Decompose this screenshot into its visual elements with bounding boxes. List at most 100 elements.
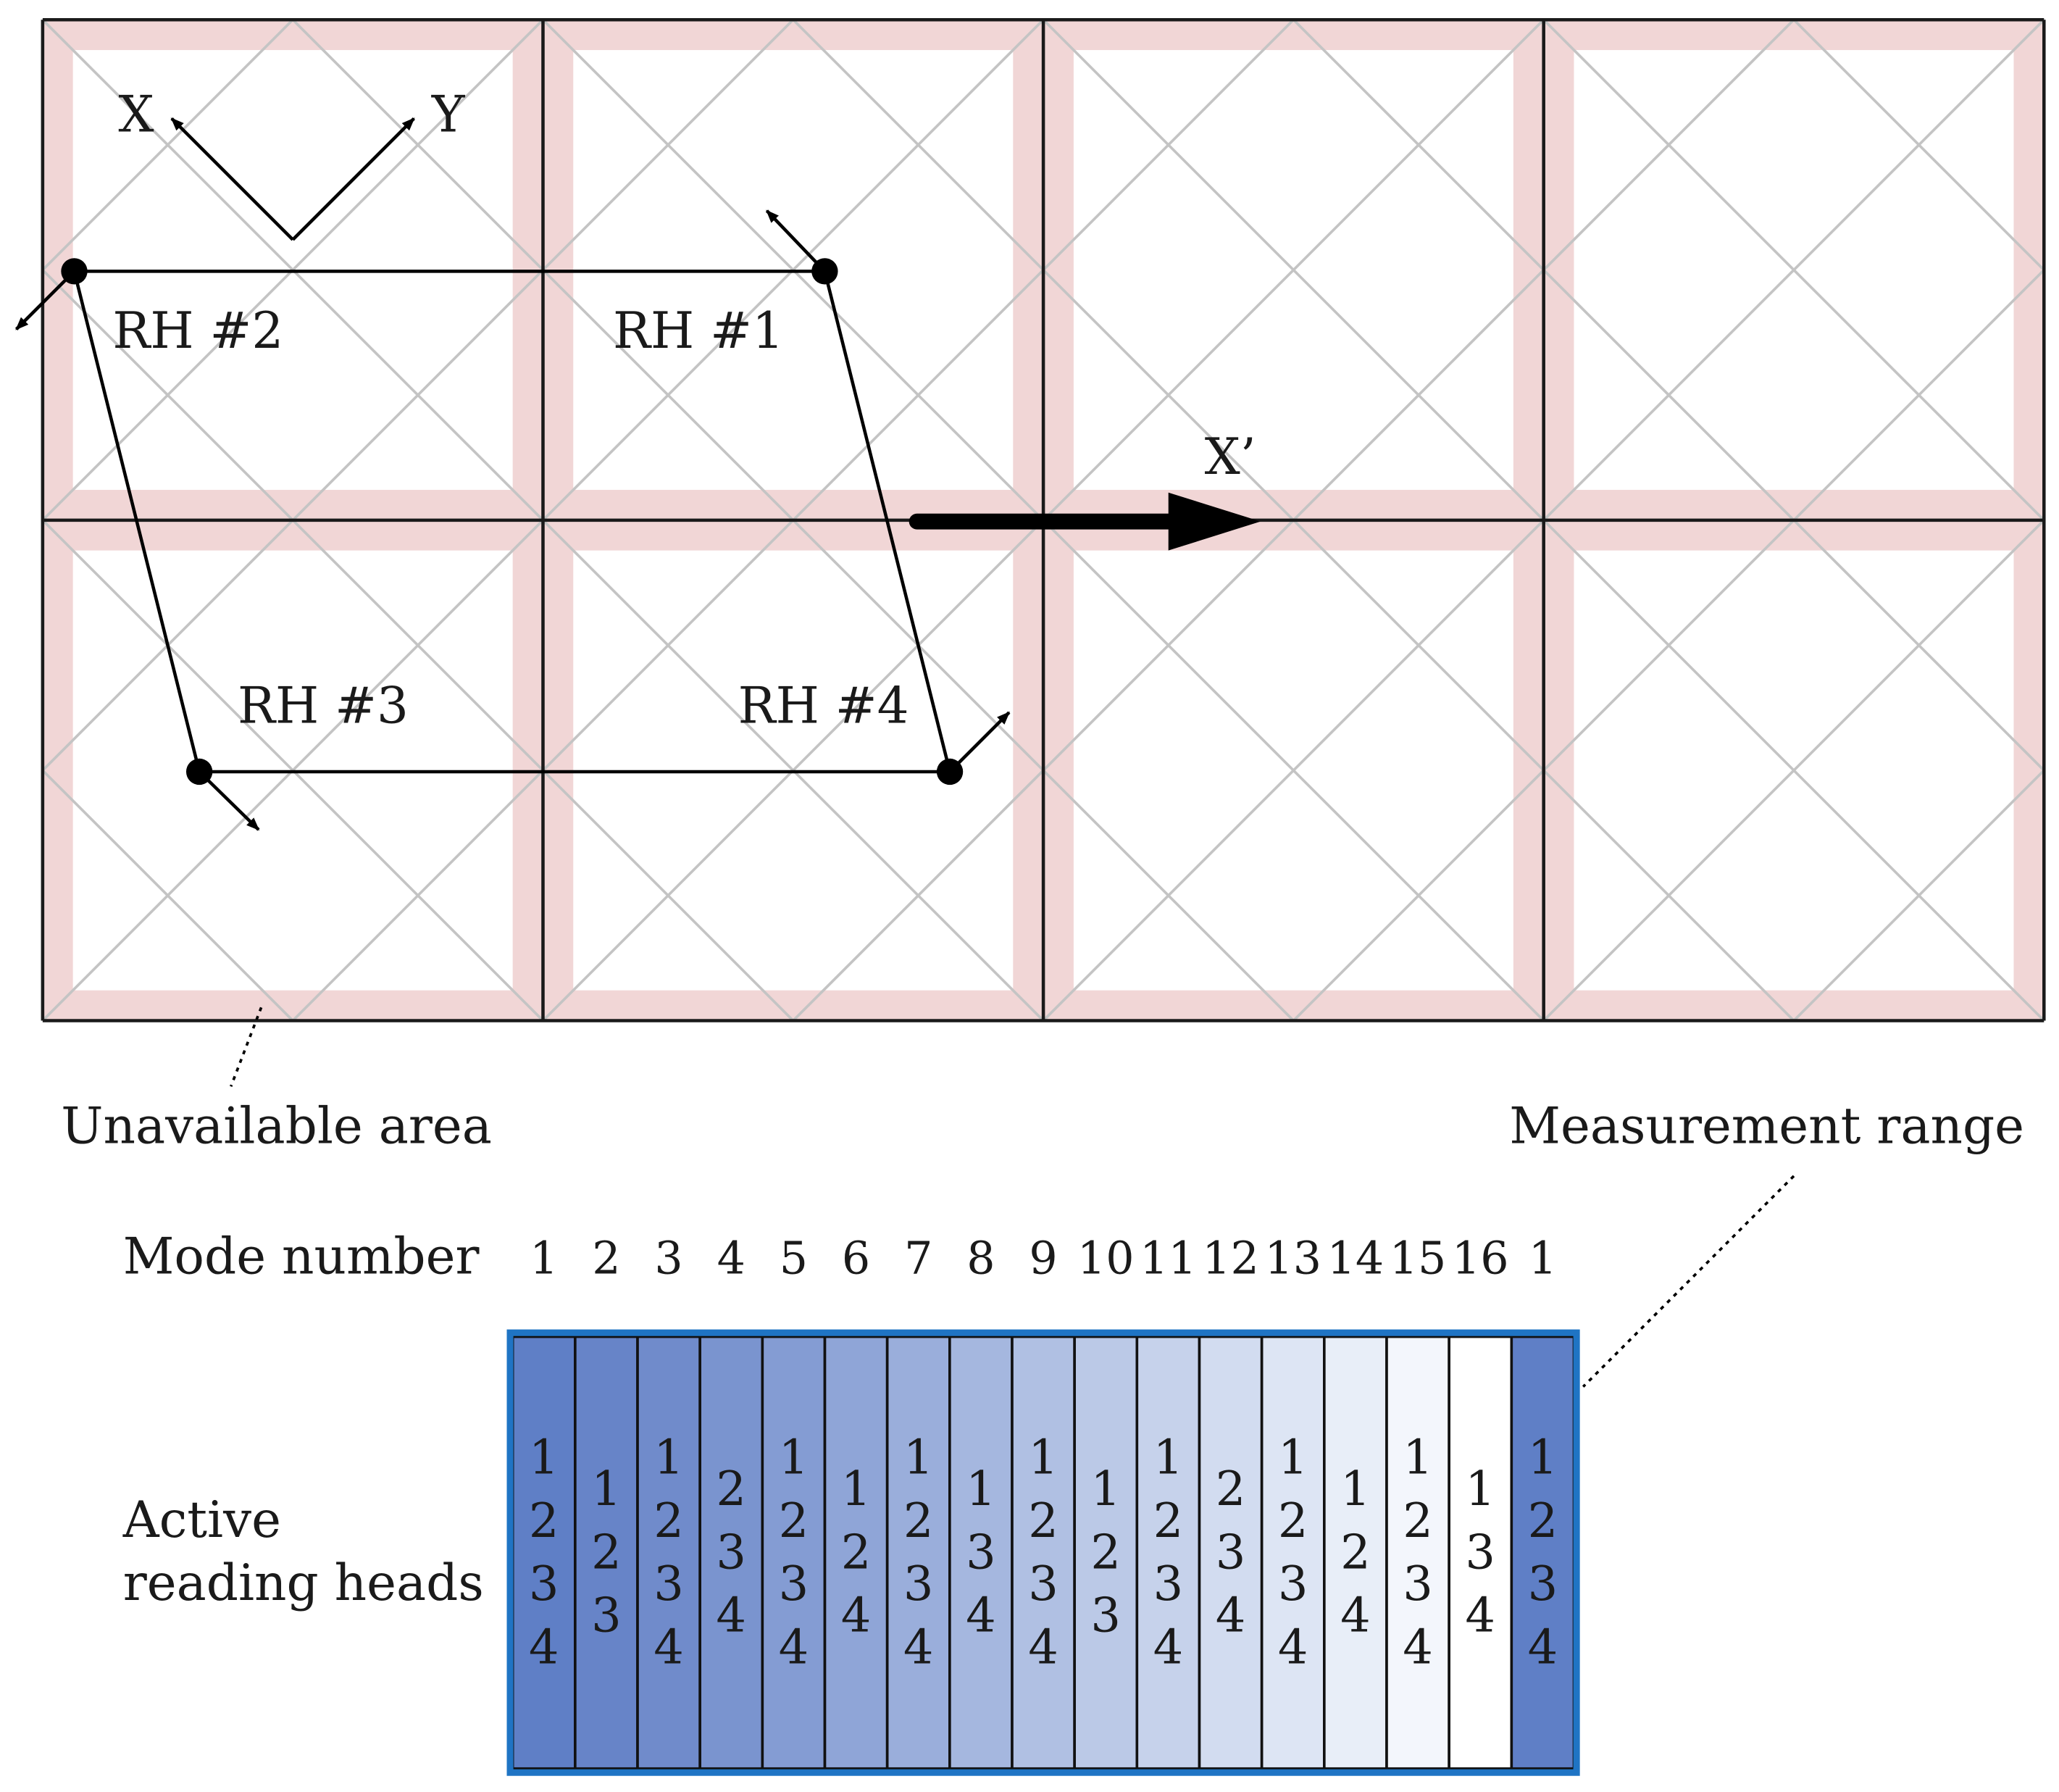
unavailable-bands <box>42 20 2045 1021</box>
mode-number-17: 1 <box>1529 1232 1557 1284</box>
mode-number-8: 8 <box>966 1232 995 1284</box>
active-head-number: 1 <box>1465 1462 1495 1517</box>
active-head-number: 1 <box>966 1462 996 1517</box>
mode-number-15: 15 <box>1390 1232 1447 1284</box>
measurement-range-box <box>506 1329 1580 1776</box>
active-head-number: 3 <box>653 1556 684 1612</box>
rh1-label: RH #1 <box>613 302 784 360</box>
mode-cell <box>1198 1335 1264 1770</box>
active-head-number: 1 <box>653 1430 684 1485</box>
mode-cells: 1234123123423412341241234134123412312342… <box>511 1335 1576 1770</box>
grating-diagonal <box>2043 1018 2045 1021</box>
grating-diagonal <box>1792 768 2045 1021</box>
measurement-range-label: Measurement range <box>1509 1097 2024 1155</box>
unavailable-area-label: Unavailable area <box>61 1097 492 1155</box>
unavailable-band <box>1043 520 1544 1021</box>
active-head-number: 1 <box>903 1430 934 1485</box>
active-head-number: 3 <box>591 1588 622 1643</box>
grating-diagonal <box>2043 20 2045 22</box>
active-head-number: 2 <box>653 1493 684 1549</box>
active-head-number: 3 <box>529 1556 559 1612</box>
mode-number-16: 16 <box>1452 1232 1509 1284</box>
mode-cell <box>574 1335 639 1770</box>
active-head-number: 3 <box>1278 1556 1308 1612</box>
active-head-number: 2 <box>841 1525 872 1580</box>
grating-diagonal <box>1542 20 2045 522</box>
active-head-number: 4 <box>779 1620 809 1675</box>
rh3-direction-arrow <box>198 770 260 831</box>
grating-diagonal <box>42 20 544 522</box>
mode-number-11: 11 <box>1140 1232 1197 1284</box>
active-head-number: 3 <box>966 1525 996 1580</box>
active-head-number: 2 <box>716 1462 746 1517</box>
mode-number-13: 13 <box>1264 1232 1321 1284</box>
active-head-number: 1 <box>1090 1462 1121 1517</box>
mode-number-14: 14 <box>1327 1232 1384 1284</box>
mode-cell <box>761 1335 827 1770</box>
x-prime-arrow-head <box>1168 492 1261 551</box>
active-head-number: 3 <box>1216 1525 1246 1580</box>
x-prime-label: X’ <box>1205 428 1256 486</box>
active-head-number: 3 <box>903 1556 934 1612</box>
scale-grid <box>41 17 2046 1022</box>
active-head-number: 2 <box>1278 1493 1308 1549</box>
active-head-number: 3 <box>1403 1556 1433 1612</box>
active-heads-heading-line2: reading heads <box>123 1554 484 1612</box>
mode-cell <box>1073 1335 1139 1770</box>
active-head-number: 2 <box>1403 1493 1433 1549</box>
mode-cell <box>1135 1335 1201 1770</box>
mode-number-5: 5 <box>780 1232 808 1284</box>
active-head-number: 4 <box>653 1620 684 1675</box>
rh2-label: RH #2 <box>112 302 283 360</box>
active-head-number: 1 <box>841 1462 872 1517</box>
xy-axes: X Y <box>118 86 466 241</box>
active-head-number: 4 <box>1403 1620 1433 1675</box>
rh1-direction-arrow <box>765 209 827 272</box>
y-axis-arrow <box>291 117 415 241</box>
grating-diagonal <box>42 20 294 272</box>
active-head-number: 1 <box>1403 1430 1433 1485</box>
mode-cell <box>948 1335 1014 1770</box>
reading-head-frame: RH #1 RH #2 RH #3 RH #4 <box>14 209 1011 831</box>
active-head-number: 1 <box>779 1430 809 1485</box>
active-head-number: 2 <box>1340 1525 1371 1580</box>
rh4-direction-arrow <box>948 711 1011 773</box>
rh3-label: RH #3 <box>238 678 409 735</box>
active-head-number: 1 <box>1340 1462 1371 1517</box>
active-head-number: 3 <box>1153 1556 1184 1612</box>
active-head-number: 1 <box>1028 1430 1058 1485</box>
active-head-number: 4 <box>1216 1588 1246 1643</box>
active-head-number: 4 <box>1153 1620 1184 1675</box>
mode-cell <box>1385 1335 1450 1770</box>
active-head-number: 1 <box>1153 1430 1184 1485</box>
active-head-number: 3 <box>1028 1556 1058 1612</box>
active-head-number: 2 <box>1528 1493 1558 1549</box>
grating-diagonal <box>42 1018 44 1021</box>
mode-cell <box>511 1335 577 1770</box>
active-head-number: 2 <box>591 1525 622 1580</box>
active-head-number: 2 <box>1216 1462 1246 1517</box>
active-head-number: 4 <box>1528 1620 1558 1675</box>
x-axis-arrow <box>170 117 294 241</box>
active-head-number: 3 <box>1528 1556 1558 1612</box>
unavailable-band <box>1043 20 1544 520</box>
unavailable-band <box>1543 520 2045 1021</box>
active-head-number: 4 <box>966 1588 996 1643</box>
mode-cell <box>1260 1335 1326 1770</box>
mode-cell <box>1011 1335 1076 1770</box>
active-head-number: 1 <box>529 1430 559 1485</box>
grating-diagonal <box>42 20 44 22</box>
mode-cell <box>885 1335 951 1770</box>
active-head-number: 4 <box>1278 1620 1308 1675</box>
mode-number-6: 6 <box>842 1232 870 1284</box>
active-head-number: 1 <box>591 1462 622 1517</box>
active-head-number: 4 <box>716 1588 746 1643</box>
mode-cell <box>1510 1335 1576 1770</box>
active-head-number: 2 <box>903 1493 934 1549</box>
mode-number-2: 2 <box>592 1232 620 1284</box>
mode-number-4: 4 <box>717 1232 746 1284</box>
y-axis-label: Y <box>431 86 466 144</box>
